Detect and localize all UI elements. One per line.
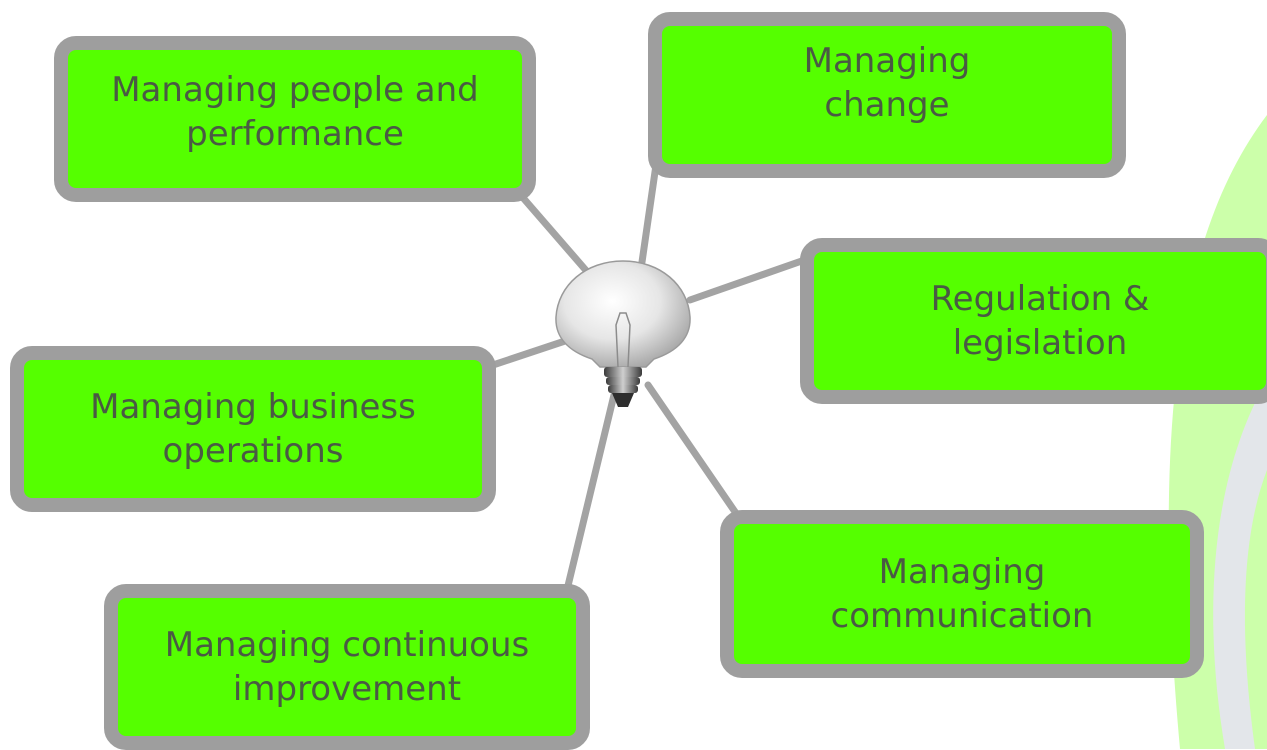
bulb-base-collar [604,367,642,377]
node-label: Managing continuous improvement [164,624,530,709]
bulb-base-thread [606,377,640,385]
connector-cont [562,391,618,598]
connector-people [514,188,594,279]
connector-change [638,161,660,266]
connector-group [480,161,820,598]
node-managing-business-operations: Managing business operations [10,346,496,512]
bulb-base-tip [612,393,634,407]
node-label: Managing people and performance [111,69,479,154]
node-managing-continuous-improvement: Managing continuous improvement [104,584,590,750]
node-managing-people-and-performance: Managing people and performance [54,36,536,202]
node-label: Managing change [803,40,971,125]
lightbulb-icon [555,260,691,407]
node-label: Managing communication [830,551,1094,636]
connector-ops [480,336,572,372]
background-swoosh-inner-green [1244,470,1267,749]
node-managing-change: Managing change [648,12,1126,178]
connector-comm [644,381,746,526]
connector-reg [686,252,820,304]
bulb-base-thread [608,385,638,393]
bulb-filament [615,312,631,368]
node-managing-communication: Managing communication [720,510,1204,678]
node-regulation-and-legislation: Regulation & legislation [800,238,1267,404]
bulb-glass [555,260,691,368]
node-label: Regulation & legislation [930,278,1150,363]
node-label: Managing business operations [90,386,416,471]
